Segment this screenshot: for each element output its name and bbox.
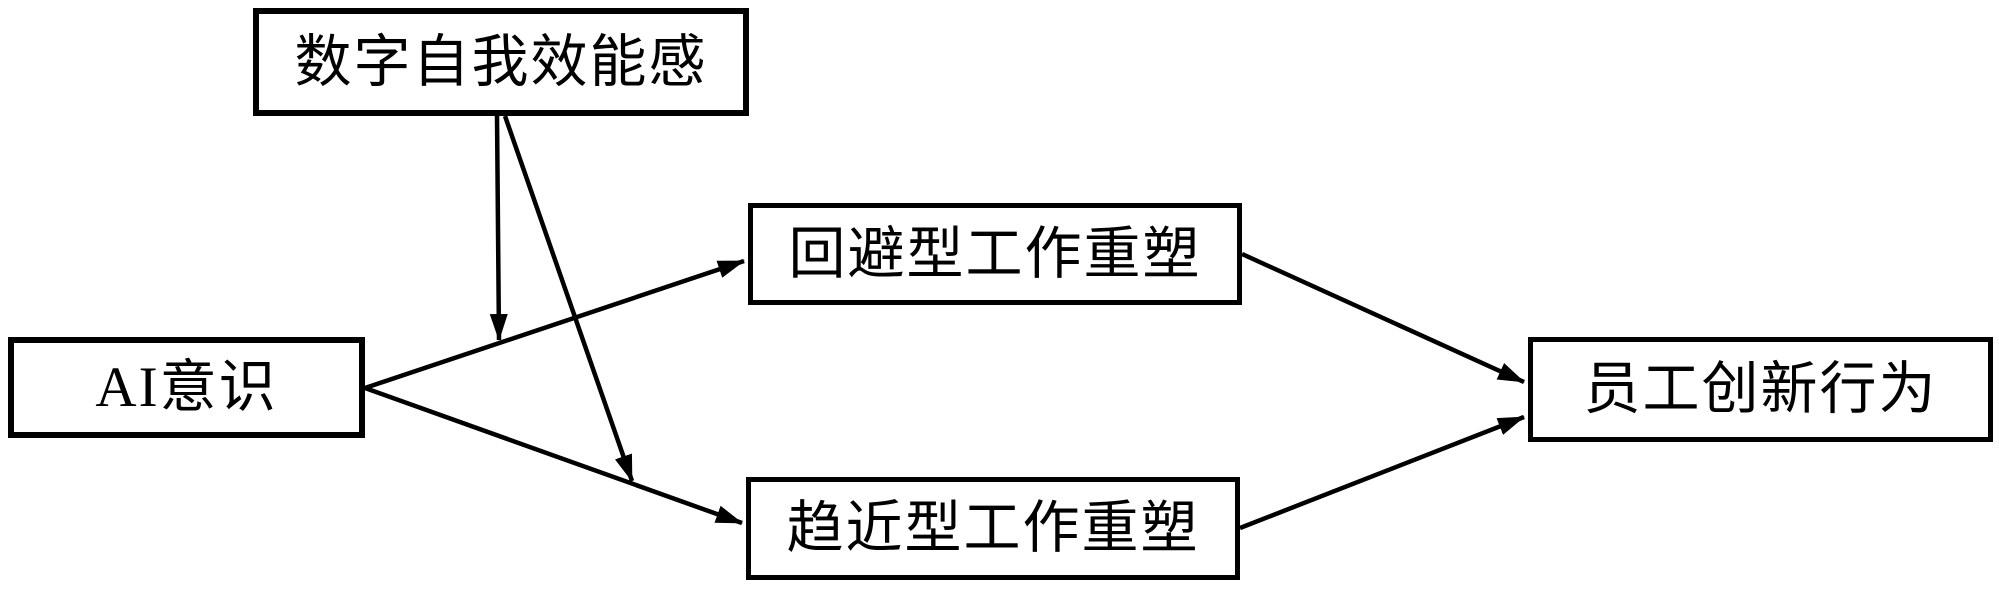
arrow-moderation-on-avoidance-path xyxy=(489,115,508,341)
node-ai-awareness: AI意识 xyxy=(8,337,365,438)
node-digital-self-efficacy-label: 数字自我效能感 xyxy=(294,30,708,94)
arrow-ai-awareness-to-approach-crafting xyxy=(364,385,743,526)
node-employee-innovation-behavior-label: 员工创新行为 xyxy=(1583,358,1938,421)
node-approach-job-crafting: 趋近型工作重塑 xyxy=(746,477,1240,580)
arrow-avoidance-crafting-to-innovation-behavior xyxy=(1241,251,1525,385)
node-employee-innovation-behavior: 员工创新行为 xyxy=(1528,337,1993,442)
arrow-moderation-on-approach-path xyxy=(502,115,635,482)
arrow-ai-awareness-to-avoidance-crafting xyxy=(364,258,745,391)
node-ai-awareness-label: AI意识 xyxy=(95,356,278,419)
arrow-approach-crafting-to-innovation-behavior xyxy=(1239,414,1525,531)
node-avoidance-job-crafting-label: 回避型工作重塑 xyxy=(788,222,1202,286)
node-digital-self-efficacy: 数字自我效能感 xyxy=(253,8,749,116)
node-avoidance-job-crafting: 回避型工作重塑 xyxy=(748,203,1242,305)
node-approach-job-crafting-label: 趋近型工作重塑 xyxy=(786,497,1200,560)
